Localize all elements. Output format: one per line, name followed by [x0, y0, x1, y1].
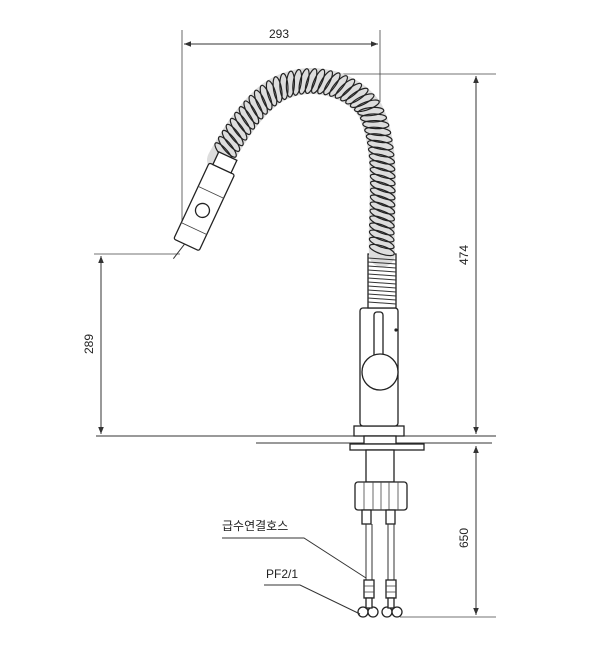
sleeve-coil-line: [367, 265, 397, 269]
sleeve-coil-line: [367, 269, 397, 273]
coil-loop: [340, 82, 363, 102]
coil-loop: [304, 68, 318, 95]
dimension-label-height: 474: [457, 245, 471, 265]
coil-loop: [369, 208, 395, 222]
dimension-label-hose: 650: [457, 528, 471, 548]
counter-top: [96, 435, 496, 444]
coil-loop: [298, 68, 310, 95]
dimension-hose-length: 650: [400, 446, 496, 618]
coil-loop: [368, 243, 395, 257]
note-supply-hose: 급수연결호스: [222, 519, 367, 579]
coil-loop: [345, 87, 369, 105]
coil-loop: [243, 100, 260, 125]
coil-loop: [357, 106, 385, 117]
coil-loop: [362, 119, 390, 130]
coil-loop: [364, 126, 392, 137]
coil-loop: [369, 201, 396, 215]
coil-loop: [369, 194, 396, 208]
coil-loop: [225, 123, 244, 147]
coil-loop: [369, 215, 395, 229]
coil-loop: [238, 106, 256, 130]
coil-loop: [368, 222, 395, 236]
coil-loop: [323, 72, 341, 96]
coil-loop: [368, 229, 395, 243]
coil-loop: [353, 99, 380, 113]
sleeve-coil-line: [367, 301, 397, 305]
spring-coil: [214, 68, 397, 305]
coil-loop: [369, 173, 396, 187]
coil-loop: [259, 84, 273, 111]
coil-loop: [265, 80, 278, 107]
sleeve-coil-line: [367, 297, 397, 301]
note-supply-hose-text: 급수연결호스: [222, 519, 288, 533]
spray-head: [172, 150, 238, 259]
note-thread: PF2/1: [264, 567, 361, 615]
mounting-assembly: [349, 443, 425, 525]
coil-loop: [310, 68, 326, 94]
coil-loop: [234, 111, 252, 136]
coil-loop: [221, 129, 241, 152]
sleeve-coil-line: [367, 257, 397, 261]
coil-loop: [349, 93, 375, 109]
dimension-spout-reach: 293: [181, 27, 381, 240]
coil-loop: [369, 160, 396, 172]
coil-loop: [369, 166, 396, 180]
coil-loop: [272, 76, 283, 104]
coil-loop: [253, 89, 268, 115]
coil-loop: [328, 75, 349, 97]
coil-loop: [367, 146, 395, 158]
supply-hoses: [357, 524, 403, 618]
coil-loop: [317, 70, 334, 95]
dimension-label-spout-height: 289: [82, 334, 96, 354]
coil-loop: [359, 113, 388, 123]
coil-loop: [334, 78, 356, 99]
coil-loop: [229, 117, 248, 141]
dimension-spout-height: 289: [82, 253, 180, 434]
sleeve-coil-line: [367, 293, 397, 297]
sleeve-coil-line: [367, 289, 397, 293]
coil-loop: [366, 139, 394, 151]
sleeve-coil-line: [367, 261, 397, 265]
coil-loop: [365, 133, 393, 144]
coil-loop: [369, 180, 396, 194]
sleeve-coil-line: [367, 277, 397, 281]
coil-loop: [369, 187, 396, 201]
dimension-label-reach: 293: [269, 27, 289, 41]
coil-loop: [279, 72, 289, 101]
coil-loop: [368, 236, 395, 250]
coil-loop: [368, 153, 396, 165]
note-thread-text: PF2/1: [266, 567, 298, 581]
coil-loop: [217, 135, 237, 158]
sleeve-coil-line: [367, 281, 397, 285]
sleeve-coil-line: [367, 273, 397, 277]
coil-loop: [248, 94, 264, 120]
coil-loop: [292, 68, 303, 96]
sleeve-coil-line: [367, 285, 397, 289]
coil-loop: [285, 70, 296, 98]
